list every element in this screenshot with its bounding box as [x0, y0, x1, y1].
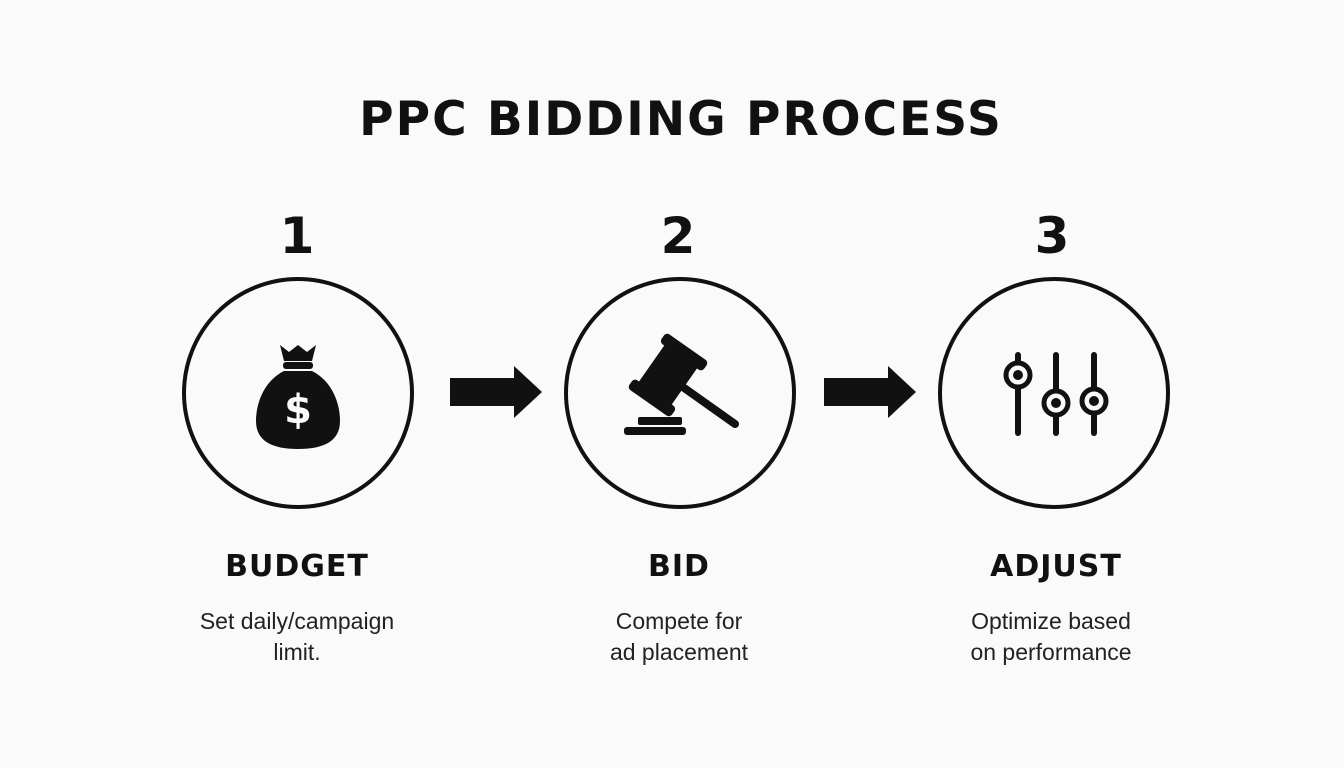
gavel-icon: [624, 333, 739, 435]
diagram-title: PPC BIDDING PROCESS: [359, 92, 1003, 147]
step-2-description: Compete for ad placement: [529, 606, 829, 668]
svg-text:$: $: [284, 387, 312, 433]
step-3-circle: [938, 277, 1170, 509]
sliders-icon: [1003, 352, 1109, 436]
step-2-circle: [564, 277, 796, 509]
step-2-label: BID: [648, 549, 710, 584]
step-2-number: 2: [660, 207, 696, 265]
step-1-circle: $: [182, 277, 414, 509]
step-1-number: 1: [279, 207, 315, 265]
step-1-description: Set daily/campaign limit.: [147, 606, 447, 668]
step-1-description-line-1: Set daily/campaign: [199, 608, 395, 634]
step-3-number: 3: [1034, 207, 1070, 265]
arrow-right-icon: [824, 366, 916, 418]
step-3-label: ADJUST: [990, 549, 1122, 584]
step-3-description-line-2: on performance: [970, 639, 1132, 665]
step-1-label: BUDGET: [225, 549, 369, 584]
arrow-right-icon: [450, 366, 542, 418]
step-2-description-line-2: ad placement: [609, 639, 749, 665]
step-1-description-line-2: limit.: [273, 639, 321, 665]
step-3-description: Optimize based on performance: [901, 606, 1201, 668]
money-bag-icon: $: [256, 345, 340, 449]
step-3-description-line-1: Optimize based: [971, 608, 1131, 634]
step-2-description-line-1: Compete for: [615, 608, 743, 634]
